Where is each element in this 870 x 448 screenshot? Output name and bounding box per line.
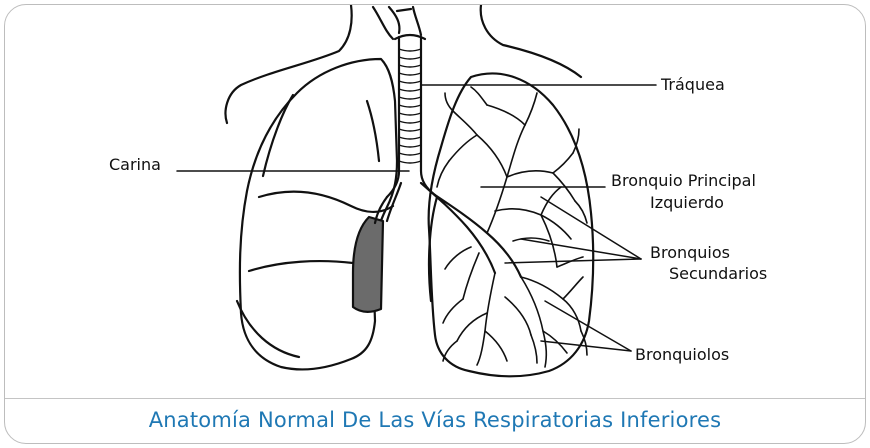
right-lung-hilum: [367, 101, 379, 161]
label-carina: Carina: [109, 155, 161, 175]
diagram-caption: Anatomía Normal De Las Vías Respiratoria…: [5, 408, 865, 432]
label-bronquio-principal-line2: Izquierdo: [650, 193, 724, 213]
respiratory-diagram: [5, 5, 866, 398]
neck-outline: [226, 5, 352, 123]
right-lung-fissure-1: [259, 191, 393, 212]
right-lung-fissure-2: [249, 261, 353, 271]
right-lung-outline: [240, 59, 397, 369]
trachea-right: [421, 37, 435, 195]
left-lung-notch: [429, 197, 437, 301]
label-traquea: Tráquea: [661, 75, 725, 95]
neck-outline-right: [481, 5, 581, 77]
diagram-frame: Tráquea Carina Bronquio Principal Izquie…: [4, 4, 866, 444]
label-bronquios-secundarios-line1: Bronquios: [650, 243, 730, 263]
shaded-region: [353, 217, 383, 312]
left-lung-outline: [429, 73, 594, 376]
bronchial-tree: [437, 87, 587, 367]
trachea-rings: [399, 49, 421, 163]
label-bronquios-secundarios-line2: Secundarios: [669, 264, 767, 284]
caption-divider: [5, 398, 865, 399]
right-lung-upper-lobe: [263, 95, 293, 176]
label-bronquio-principal-line1: Bronquio Principal: [611, 171, 756, 191]
leader-bronquios-secundarios-2: [521, 239, 641, 259]
right-lung-lower: [237, 301, 299, 357]
label-bronquiolos: Bronquiolos: [635, 345, 729, 365]
leader-lines: [177, 85, 656, 351]
